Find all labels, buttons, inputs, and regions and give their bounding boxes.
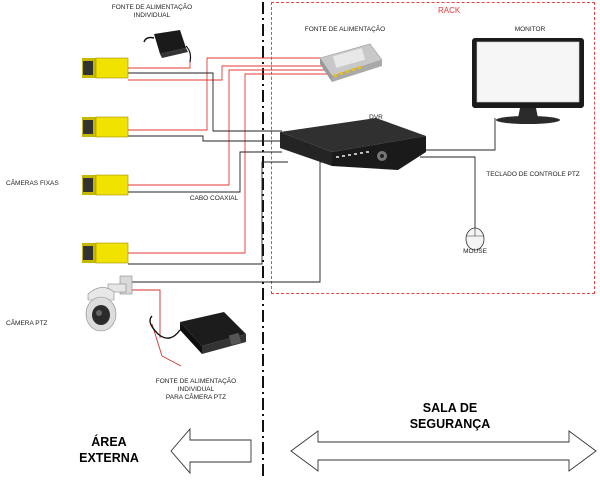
fixed-camera-4-icon [82,242,129,264]
rack-power-supply-icon [319,43,383,82]
ptz-camera-label: CÂMERA PTZ [6,320,48,327]
dvr-icon [280,118,426,170]
arrow-security-room-icon [290,430,597,472]
ptz-power-label: FONTE DE ALIMENTAÇÃO INDIVIDUAL PARA CÂM… [155,378,237,401]
rack-label: RACK [438,6,461,15]
fixed-camera-1-icon [82,57,129,79]
arrow-external-icon [170,427,252,475]
fixed-cameras-label: CÂMERAS FIXAS [6,180,59,187]
power-wires [128,57,341,254]
individual-power-label: FONTE DE ALIMENTAÇÃO INDIVIDUAL [111,4,193,19]
ptz-keyboard-label: TECLADO DE CONTROLE PTZ [486,171,580,178]
monitor-label: MONITOR [514,26,546,33]
mouse-label: MOUSE [463,248,487,255]
fixed-camera-2-icon [82,116,129,138]
ptz-camera-icon [85,275,133,332]
ptz-power-wires [132,289,182,367]
monitor-icon [472,38,584,124]
video-wires [128,72,496,283]
rack-power-label: FONTE DE ALIMENTAÇÃO [304,26,386,33]
dvr-label: DVR [369,114,383,121]
external-area-label: ÁREA EXTERNA [79,435,139,465]
individual-power-adapter-icon [143,30,192,63]
rack-boundary [271,2,595,294]
security-room-label: SALA DE SEGURANÇA [409,401,491,431]
fixed-camera-3-icon [82,174,129,196]
mouse-icon [465,227,485,251]
ptz-power-adapter-icon [149,312,246,354]
coaxial-cable-label: CABO COAXIAL [189,195,239,202]
